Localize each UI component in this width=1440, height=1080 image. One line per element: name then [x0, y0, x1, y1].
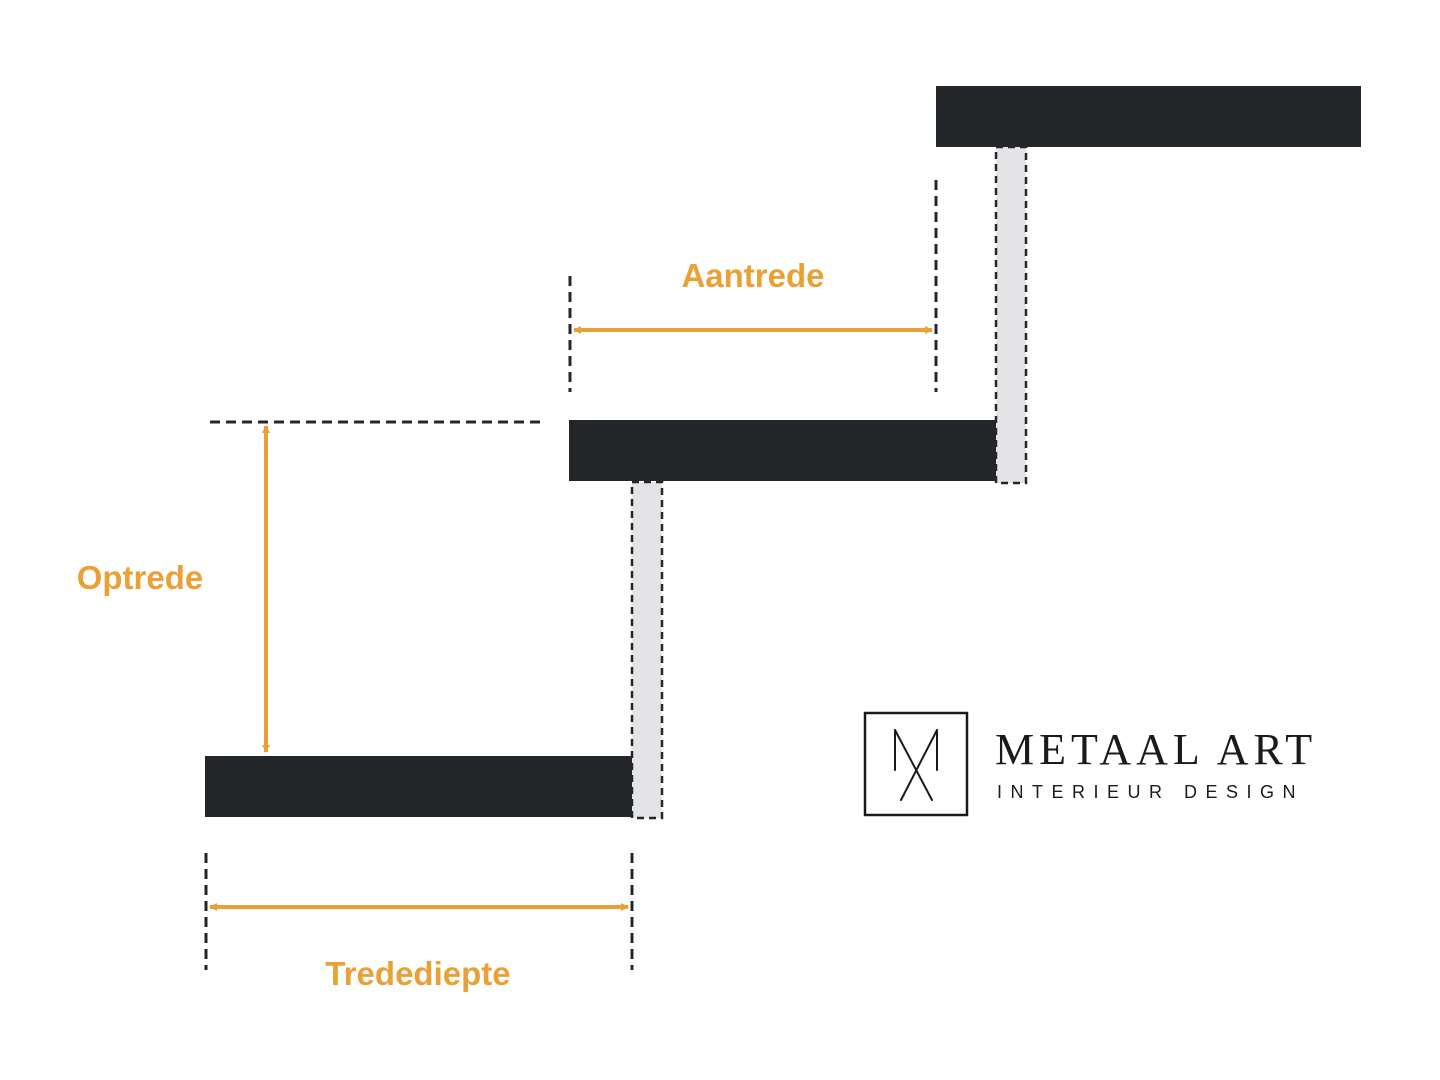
- optrede-label: Optrede: [77, 559, 204, 596]
- step-top: [936, 86, 1361, 147]
- riser-lower: [630, 480, 664, 820]
- reference-lines: [204, 180, 938, 970]
- brand-logo: METAAL ART INTERIEUR DESIGN: [863, 711, 1317, 817]
- riser-supports: [630, 145, 1028, 820]
- aantrede-label: Aantrede: [681, 257, 824, 294]
- monogram-icon: [894, 729, 938, 801]
- step-bottom: [205, 756, 632, 817]
- step-treads: [205, 86, 1361, 817]
- dimension-labels: Aantrede Optrede Tredediepte: [77, 257, 825, 992]
- logo-frame: [863, 711, 969, 817]
- step-middle: [569, 420, 996, 481]
- dimension-arrows: [209, 326, 933, 911]
- riser-upper: [994, 145, 1028, 485]
- brand-tagline: INTERIEUR DESIGN: [997, 782, 1304, 802]
- brand-name: METAAL ART: [995, 725, 1317, 774]
- tredediepte-label: Tredediepte: [325, 955, 510, 992]
